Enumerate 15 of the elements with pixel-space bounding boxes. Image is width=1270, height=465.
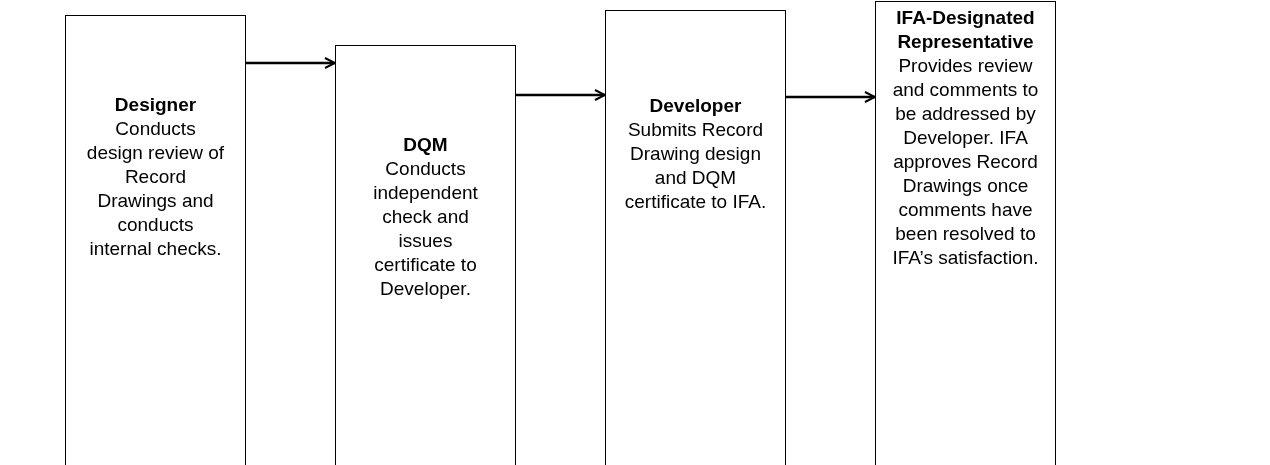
role-description: Provides review and comments to be addressed by Developer. IFA approves Record Drawings once comments have been resolved to IFA’s satisfaction. [891, 54, 1040, 270]
process-box [65, 15, 246, 465]
arrow [516, 89, 606, 101]
process-box [335, 45, 516, 465]
process-box [875, 1, 1056, 465]
role-description: Conducts design review of Record Drawings and conducts internal checks. [85, 117, 226, 261]
role-heading: Developer [648, 94, 743, 118]
arrow [246, 57, 336, 69]
role-description: Submits Record Drawing design and DQM certificate to IFA. [623, 118, 768, 214]
role-description: Conducts independent check and issues certificate to Developer. [372, 157, 479, 301]
arrow [786, 91, 876, 103]
process-box [605, 10, 786, 465]
role-heading: DQM [402, 133, 449, 157]
role-heading: IFA-Designated Representative [895, 6, 1036, 54]
role-heading: Designer [113, 93, 198, 117]
